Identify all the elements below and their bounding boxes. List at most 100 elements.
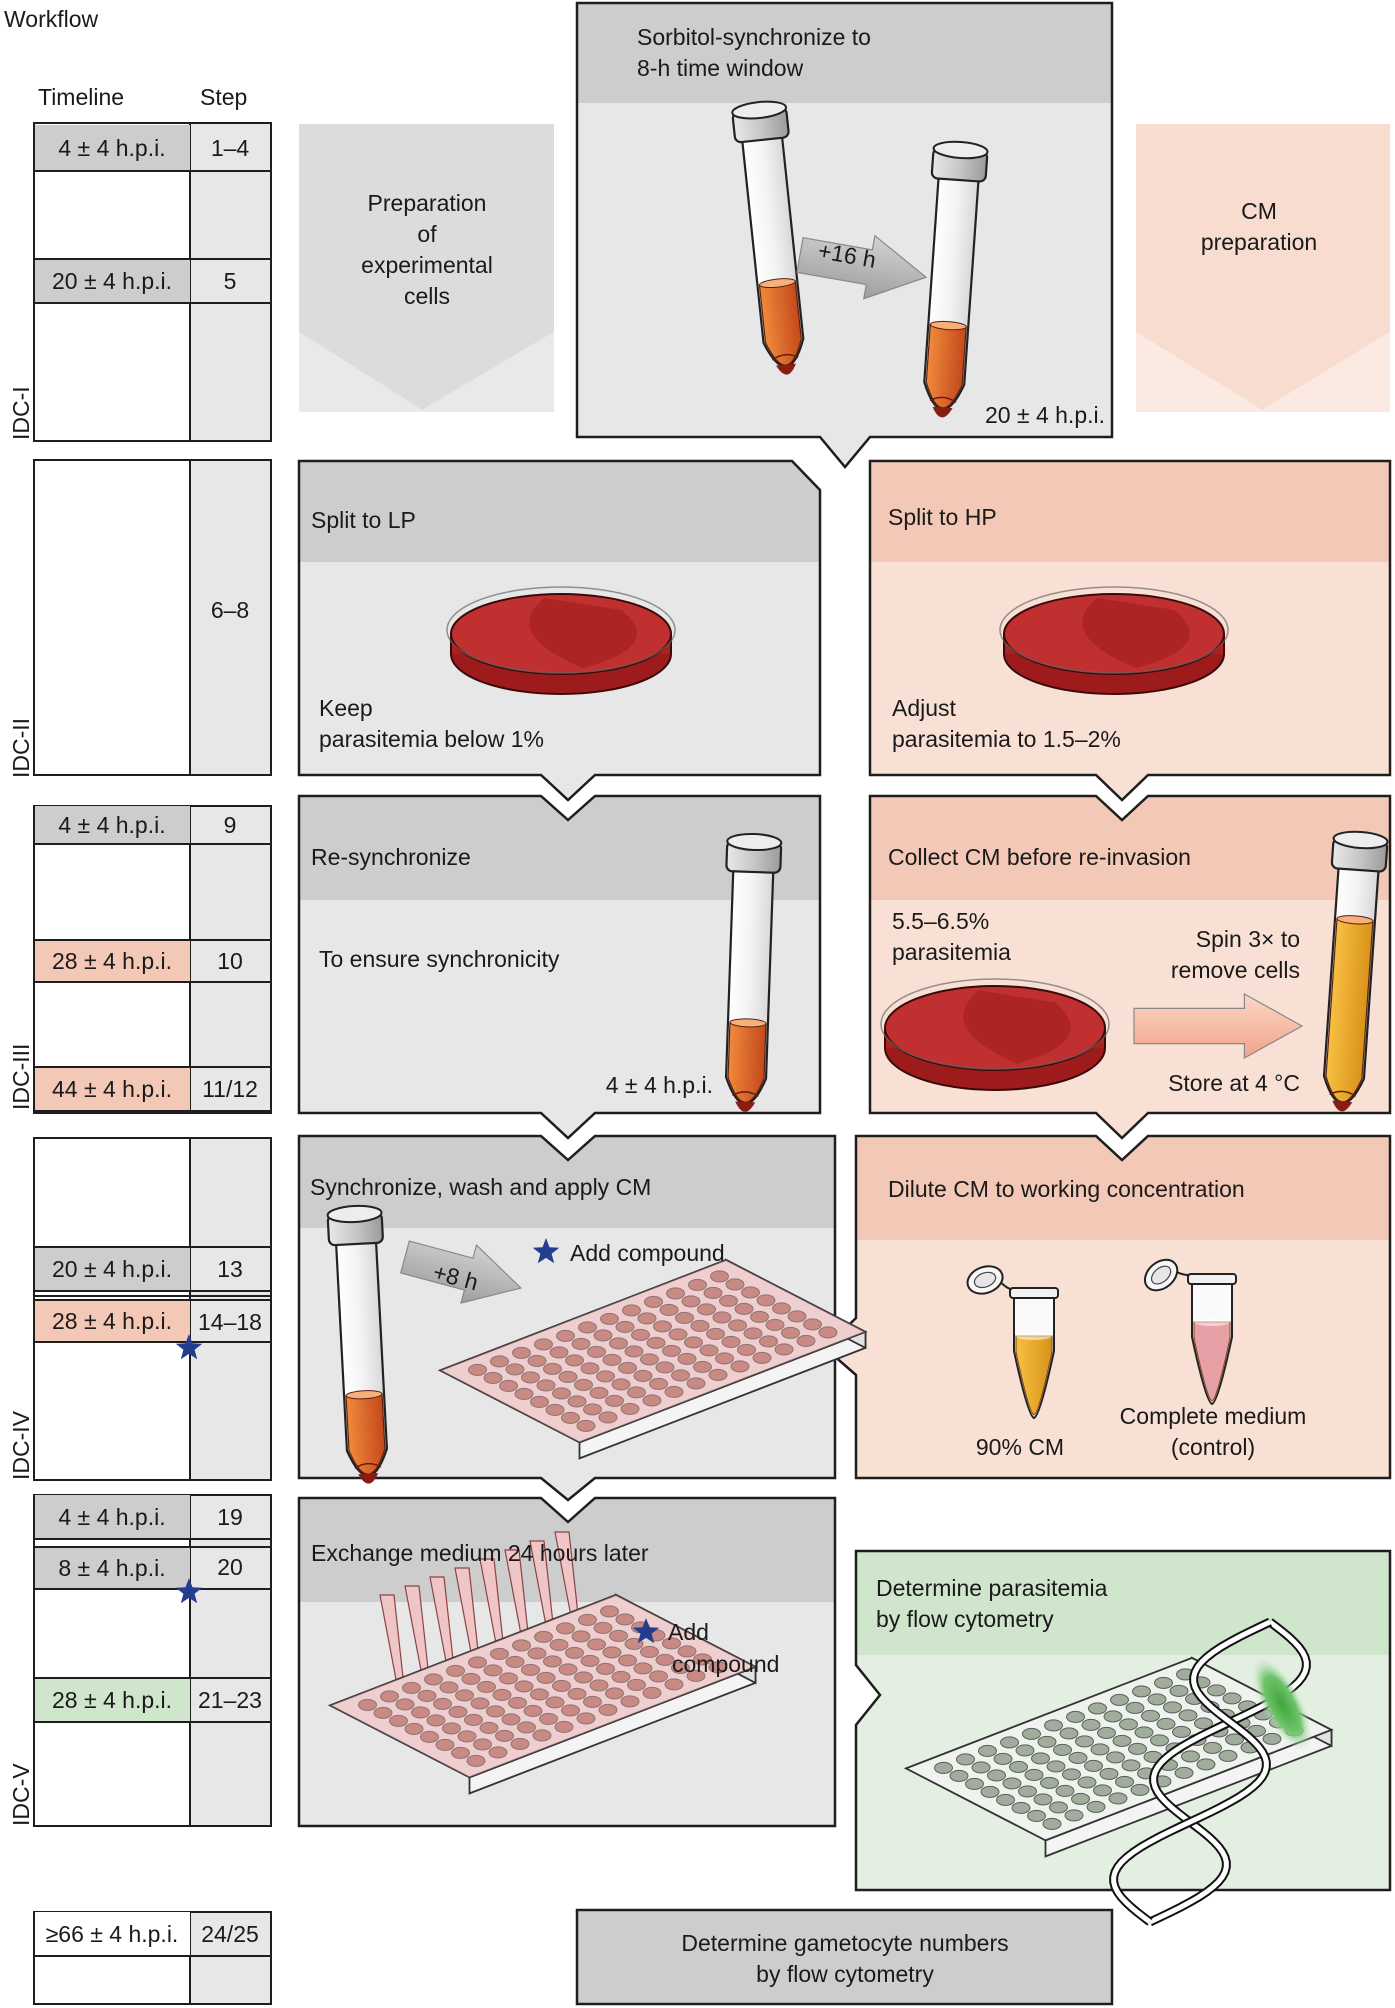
flow-plate-well: [1009, 1760, 1028, 1773]
collect-cm-dish: [880, 978, 1110, 1091]
sync-wash-plate-well: [646, 1336, 666, 1349]
sync-wash-plate-well: [620, 1402, 640, 1415]
sorbitol-tube-right-cap-top: [932, 140, 989, 160]
sync-wash-plate-well: [644, 1295, 663, 1308]
exchange-plate-well: [567, 1687, 587, 1700]
timeline-time: 44 ± 4 h.p.i.: [51, 1076, 173, 1102]
flow-plate-well: [1088, 1702, 1107, 1715]
exchange-plate-well: [488, 1746, 508, 1759]
timeline-step: 11/12: [202, 1076, 258, 1102]
sorbitol-panel-body: [577, 3, 1112, 467]
gametocyte-label: by flow cytometry: [756, 1961, 934, 1987]
exchange-plate-well: [411, 1706, 430, 1719]
sorbitol-tube-left-pellet-line: [771, 353, 799, 361]
timeline-step: 14–18: [198, 1309, 262, 1335]
sync-wash-plate-well: [688, 1278, 707, 1291]
exchange-plate-well: [483, 1664, 503, 1677]
sync-wash-plate-well: [653, 1320, 672, 1333]
sync-wash-tube: [326, 1204, 389, 1484]
exchange-plate-well: [486, 1705, 505, 1718]
exchange-plate-well: [451, 1746, 470, 1759]
sorbitol-tube-left-meniscus: [758, 278, 796, 288]
sync-wash-plate-well: [505, 1363, 525, 1376]
flow-plate-well: [980, 1785, 1000, 1798]
flow-plate-well: [1071, 1792, 1090, 1805]
split-lp-note: parasitemia below 1%: [319, 726, 545, 752]
sync-wash-plate-well: [677, 1352, 697, 1365]
flow-panel-header: [856, 1551, 1390, 1655]
sync-wash-plate-well: [530, 1395, 549, 1408]
flow-plate-well: [1062, 1768, 1081, 1781]
sync-wash-plate-well: [655, 1361, 675, 1374]
split-lp-title: Split to LP: [311, 507, 416, 533]
cm-chevron-lower: [1136, 332, 1390, 412]
flow-plate-well: [993, 1752, 1013, 1765]
flow-plate-well: [1022, 1727, 1041, 1740]
exchange-plate-well: [464, 1713, 483, 1726]
exchange-plate-well: [554, 1720, 574, 1733]
sync-wash-plate-well: [818, 1326, 838, 1339]
sync-wash-plate-well: [549, 1346, 569, 1359]
exchange-plate-well: [514, 1680, 534, 1693]
prep-label: experimental: [361, 252, 493, 278]
flow-plate-well: [1068, 1751, 1088, 1764]
dilute-cm-tube-hinge: [1000, 1281, 1013, 1291]
timeline-step: 19: [217, 1504, 243, 1530]
cm-chevron: [1136, 124, 1390, 410]
exchange-plate-well: [470, 1697, 490, 1710]
flow-plate-well: [996, 1793, 1015, 1806]
flow-plate-well: [1046, 1760, 1066, 1773]
collect-cm-parasitemia: 5.5–6.5%: [892, 908, 990, 934]
dilute-panel-header: [825, 1136, 1390, 1240]
resync-title: Re-synchronize: [311, 844, 471, 870]
exchange-plate-well: [578, 1613, 597, 1626]
collect-cm-dish-swirl: [963, 990, 1071, 1064]
exchange-plate-well: [523, 1704, 543, 1717]
phase-label-idc-iv: IDC-IV: [8, 1411, 34, 1480]
sync-wash-plate-well: [662, 1344, 681, 1357]
exchange-plate-well: [461, 1672, 481, 1685]
exchange-plate-well: [389, 1714, 408, 1727]
flow-plate-well: [1103, 1710, 1123, 1723]
split-lp-dish-swirl: [529, 598, 637, 668]
sync-wash-plate-well: [686, 1377, 706, 1390]
step-column-fill: [190, 460, 271, 775]
sync-wash-tube-pellet-line: [354, 1462, 382, 1469]
step-column-fill: [190, 806, 271, 1113]
flow-plate-well: [1196, 1758, 1216, 1771]
sync-wash-title: Synchronize, wash and apply CM: [310, 1174, 652, 1200]
flow-plate-well: [949, 1769, 969, 1782]
exchange-plate-well: [580, 1654, 600, 1667]
dilute-cm-tube-meniscus: [1016, 1332, 1052, 1340]
flow-plate-well: [1106, 1751, 1125, 1764]
sync-wash-plate-well: [752, 1351, 772, 1364]
flow-plate-well: [978, 1744, 997, 1757]
exchange-plate-well: [552, 1679, 571, 1692]
sync-wash-plate-well: [675, 1311, 694, 1324]
flow-plate-well: [1110, 1693, 1129, 1706]
exchange-plate-well: [402, 1681, 421, 1694]
sync-wash-plate-well: [697, 1303, 716, 1316]
flow-plate-well: [1169, 1684, 1189, 1697]
exchange-plate-well: [501, 1713, 521, 1726]
split-hp-title: Split to HP: [888, 504, 997, 530]
sorbitol-tube-right-meniscus: [929, 320, 967, 331]
exchange-plate-well: [605, 1687, 624, 1700]
flow-plate-well: [1049, 1801, 1068, 1814]
collect-cm-arrow: [1133, 992, 1304, 1060]
resync-tube-meniscus: [729, 1018, 767, 1028]
flow-plate-well: [1093, 1784, 1112, 1797]
sync-wash-plate-well: [719, 1294, 738, 1307]
flow-plate-well: [1075, 1735, 1094, 1748]
flow-plate-well: [1134, 1726, 1154, 1739]
flow-plate-well: [1154, 1676, 1173, 1689]
exchange-plate-well: [545, 1696, 565, 1709]
sync-wash-plate-well: [659, 1303, 679, 1316]
sync-wash-plate-well: [556, 1329, 575, 1342]
timeline-cell-fill: [35, 806, 190, 844]
timeline-cell-fill: [35, 1678, 190, 1722]
sync-wash-plate-well: [741, 1286, 760, 1299]
sync-wash-plate-well: [499, 1379, 518, 1392]
exchange-plate-well: [433, 1697, 452, 1710]
exchange-plate-well: [380, 1690, 399, 1703]
